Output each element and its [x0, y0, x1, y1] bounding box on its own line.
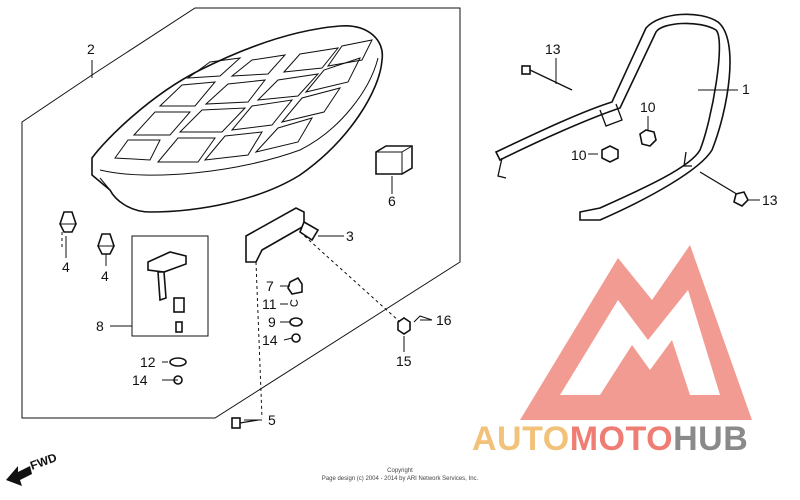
seat-hinge-bracket [245, 207, 320, 263]
exploded-guides [61, 231, 401, 419]
callout-10-upper: 10 [640, 99, 656, 115]
rubber-block [375, 145, 413, 175]
seat-cushion-right [97, 233, 115, 255]
seat-lock-assembly [131, 235, 209, 337]
callout-6: 6 [388, 193, 396, 209]
forward-arrow-icon [6, 466, 32, 486]
callout-13-lower: 13 [762, 192, 778, 208]
nut-10-lower [601, 145, 619, 163]
callout-1: 1 [742, 81, 750, 97]
seat-cushion-left [59, 211, 77, 233]
copyright-line: Page design (c) 2004 - 2014 by ARI Netwo… [322, 476, 479, 482]
fastener-stack [287, 276, 303, 343]
callout-5: 5 [268, 412, 276, 428]
callout-3: 3 [346, 228, 354, 244]
nut-10-upper [639, 129, 657, 147]
callout-7: 7 [266, 278, 274, 294]
callout-13-upper: 13 [545, 41, 561, 57]
callout-12: 12 [140, 354, 156, 370]
callout-4-right: 4 [101, 268, 109, 284]
seat-part [91, 25, 384, 213]
watermark-text: AUTOMOTOHUB [472, 420, 748, 458]
callout-2: 2 [87, 41, 95, 57]
callout-14-upper: 14 [262, 332, 278, 348]
watermark-logo [520, 245, 752, 420]
bolt-13-lower [699, 171, 749, 207]
leader-lines [65, 58, 760, 421]
callout-16: 16 [436, 312, 452, 328]
group-boundary [21, 7, 461, 419]
callout-10-lower: 10 [571, 147, 587, 163]
callout-4-left: 4 [62, 259, 70, 275]
callout-11: 11 [262, 296, 277, 312]
bolt-15-pin-16 [397, 315, 433, 335]
callout-14-lower: 14 [132, 372, 148, 388]
fwd-label: FWD [28, 450, 59, 473]
bolt-13-upper [521, 65, 573, 91]
callout-8: 8 [96, 318, 104, 334]
watermark-moto: MOTO [570, 420, 673, 458]
callout-9: 9 [268, 314, 276, 330]
watermark-hub: HUB [673, 420, 748, 458]
callout-15: 15 [396, 353, 412, 369]
watermark-auto: AUTO [472, 420, 570, 458]
grab-rail-part [494, 13, 731, 221]
copyright-heading: Copyright [387, 468, 413, 474]
